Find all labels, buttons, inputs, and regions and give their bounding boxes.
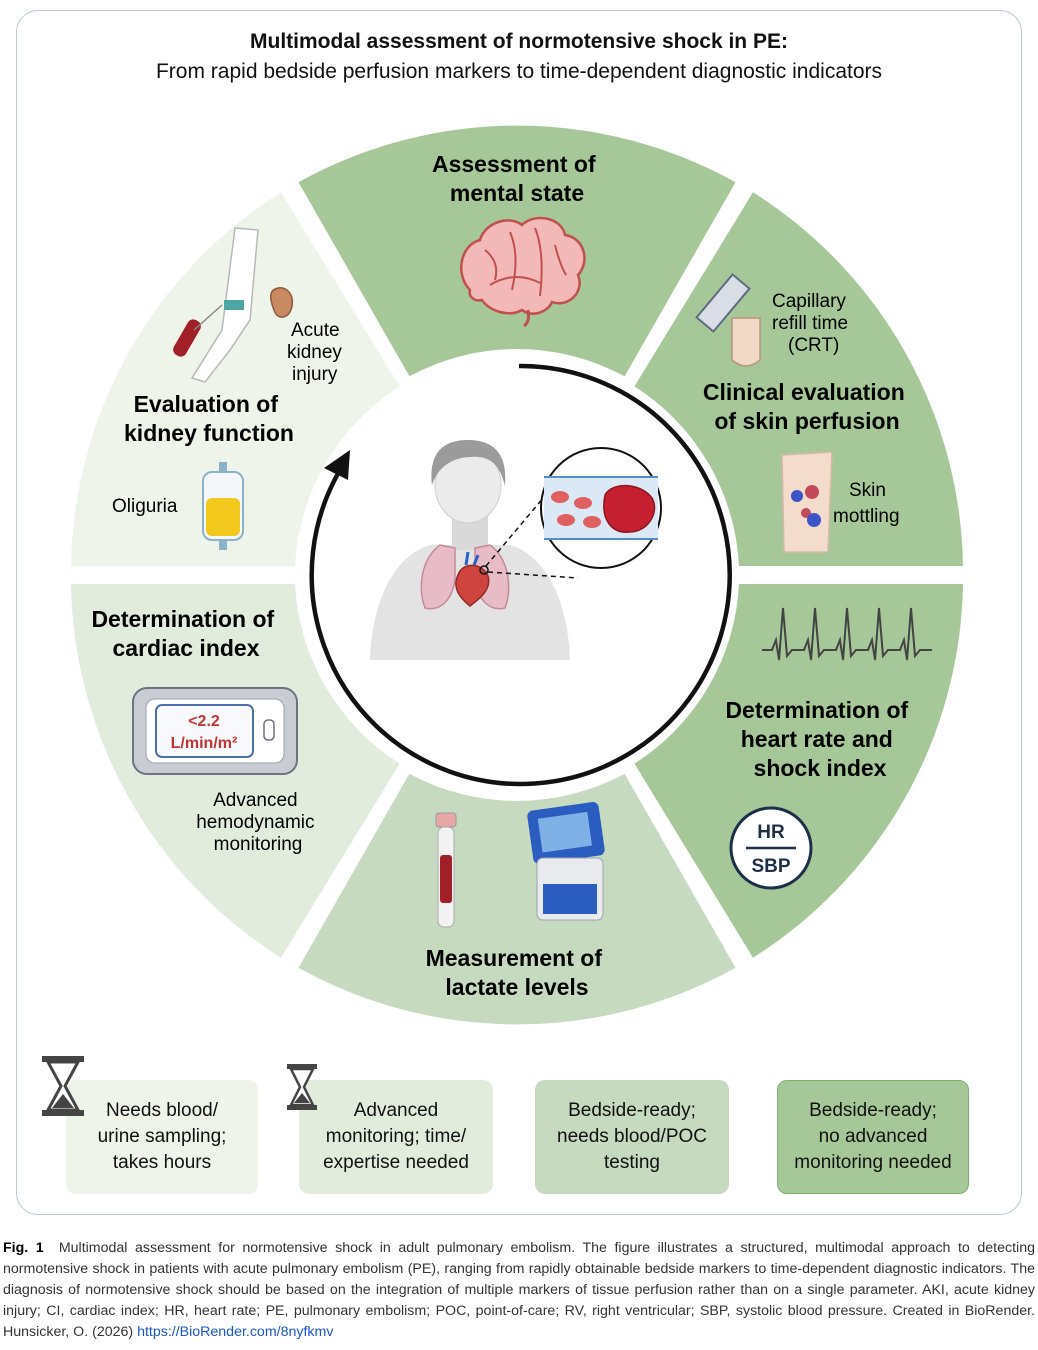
oliguria-label: Oliguria — [112, 496, 178, 517]
cardiac-title-line1: Determination of — [91, 606, 274, 632]
shock-index-icon: HR SBP — [729, 806, 813, 890]
blood-gas-analyzer-icon — [527, 802, 605, 921]
figure-frame — [16, 10, 1022, 1215]
hourglass-icon-2 — [287, 1064, 317, 1110]
zoom-line-bottom — [487, 571, 579, 579]
crt-label-line1: Capillary — [772, 291, 846, 312]
svg-text:Assessment of mental state: Assessment of mental state — [432, 151, 602, 206]
legend-item-3: Bedside-ready; needs blood/POC testing — [535, 1080, 729, 1194]
brain-icon — [460, 216, 586, 328]
cardiac-label-line2: hemodynamic — [196, 812, 314, 833]
cardiac-label-line3: monitoring — [214, 834, 303, 855]
blood-tube-icon — [435, 812, 457, 928]
mental-title-line2: mental state — [450, 180, 584, 206]
shock-index-hr: HR — [757, 822, 785, 843]
kidney-title-line1: Evaluation of — [134, 391, 279, 417]
figure-caption: Fig. 1 Multimodal assessment for normote… — [3, 1238, 1035, 1343]
mottling-label-line1: Skin — [849, 480, 886, 501]
svg-text:Determination of heart rat: Determination of heart rate and shock in… — [725, 697, 914, 781]
hourglass-icon-1 — [42, 1056, 84, 1116]
svg-text:Evaluation of kidney funct: Evaluation of kidney function — [124, 391, 294, 446]
shock-index-sbp: SBP — [751, 856, 790, 877]
svg-text:Acute kidney injury: Acute kidney injury — [287, 320, 347, 385]
cardiac-title-line2: cardiac index — [112, 635, 259, 661]
caption-text: Multimodal assessment for normotensive s… — [3, 1240, 1035, 1340]
patient-icon — [370, 440, 570, 660]
svg-text:Advanced hemodynamic m: Advanced hemodynamic monitoring — [196, 790, 320, 855]
lactate-title-line2: lactate levels — [445, 974, 588, 1000]
urine-bag-icon — [202, 462, 244, 550]
skin-title-line2: of skin perfusion — [714, 408, 899, 434]
cycle-arrow — [309, 363, 732, 787]
lactate-title-line1: Measurement of — [426, 945, 603, 971]
caption-link[interactable]: https://BioRender.com/8nyfkmv — [137, 1324, 334, 1340]
kidney-title-line2: kidney function — [124, 420, 294, 446]
caption-label: Fig. 1 — [3, 1240, 44, 1256]
legend-item-2: Advanced monitoring; time/ expertise nee… — [299, 1080, 493, 1194]
figure-title: Multimodal assessment of normotensive sh… — [250, 30, 788, 53]
svg-text:Measurement of lactate lev: Measurement of lactate levels — [426, 945, 609, 1000]
cardiac-label-line1: Advanced — [213, 790, 298, 811]
mottling-label-line2: mottling — [833, 506, 900, 527]
segment-kidney-function — [71, 192, 400, 567]
crt-label-line3: (CRT) — [788, 335, 839, 356]
mental-title-line1: Assessment of — [432, 151, 596, 177]
hr-title-line3: shock index — [754, 755, 887, 781]
segment-skin-perfusion — [634, 192, 963, 567]
cardiac-index-value: <2.2 — [188, 713, 220, 730]
figure-subtitle: From rapid bedside perfusion markers to … — [155, 60, 883, 83]
assessment-wheel: Assessment of mental state Capillary ref… — [71, 125, 963, 1025]
cardiac-index-unit: L/min/m² — [171, 735, 238, 752]
skin-title-line1: Clinical evaluation — [703, 379, 905, 405]
legend-item-1: Needs blood/ urine sampling; takes hours — [66, 1080, 258, 1194]
aki-label-line3: injury — [292, 364, 338, 385]
skin-mottling-icon — [781, 451, 833, 553]
svg-text:Capillary refill time: Capillary refill time (CRT) — [772, 291, 853, 356]
heart-icon — [455, 551, 490, 607]
hr-title-line1: Determination of — [725, 697, 908, 723]
svg-text:Skin mottling: Skin mottling — [833, 480, 900, 527]
kidney-icon — [270, 287, 294, 318]
aki-label-line2: kidney — [287, 342, 342, 363]
cycle-arrowhead — [324, 450, 350, 480]
legend-item-4: Bedside-ready; no advanced monitoring ne… — [777, 1080, 969, 1194]
arm-blood-draw-icon — [173, 227, 259, 383]
aki-label-line1: Acute — [291, 320, 340, 341]
svg-text:Clinical evaluation of ski: Clinical evaluation of skin perfusion — [703, 379, 911, 434]
hemodynamic-monitor-icon: <2.2 L/min/m² — [132, 687, 298, 775]
zoom-line-top — [485, 477, 561, 567]
ecg-trace-icon — [762, 607, 932, 661]
capillary-refill-icon — [695, 273, 761, 367]
crt-label-line2: refill time — [772, 313, 848, 334]
segment-lactate — [298, 773, 736, 1025]
segment-heart-rate — [634, 584, 963, 958]
svg-text:Determination of cardiac i: Determination of cardiac index — [91, 606, 280, 661]
blood-clot-zoom-icon — [540, 447, 662, 569]
hr-title-line2: heart rate and — [741, 726, 893, 752]
clot-location-marker — [479, 565, 489, 575]
